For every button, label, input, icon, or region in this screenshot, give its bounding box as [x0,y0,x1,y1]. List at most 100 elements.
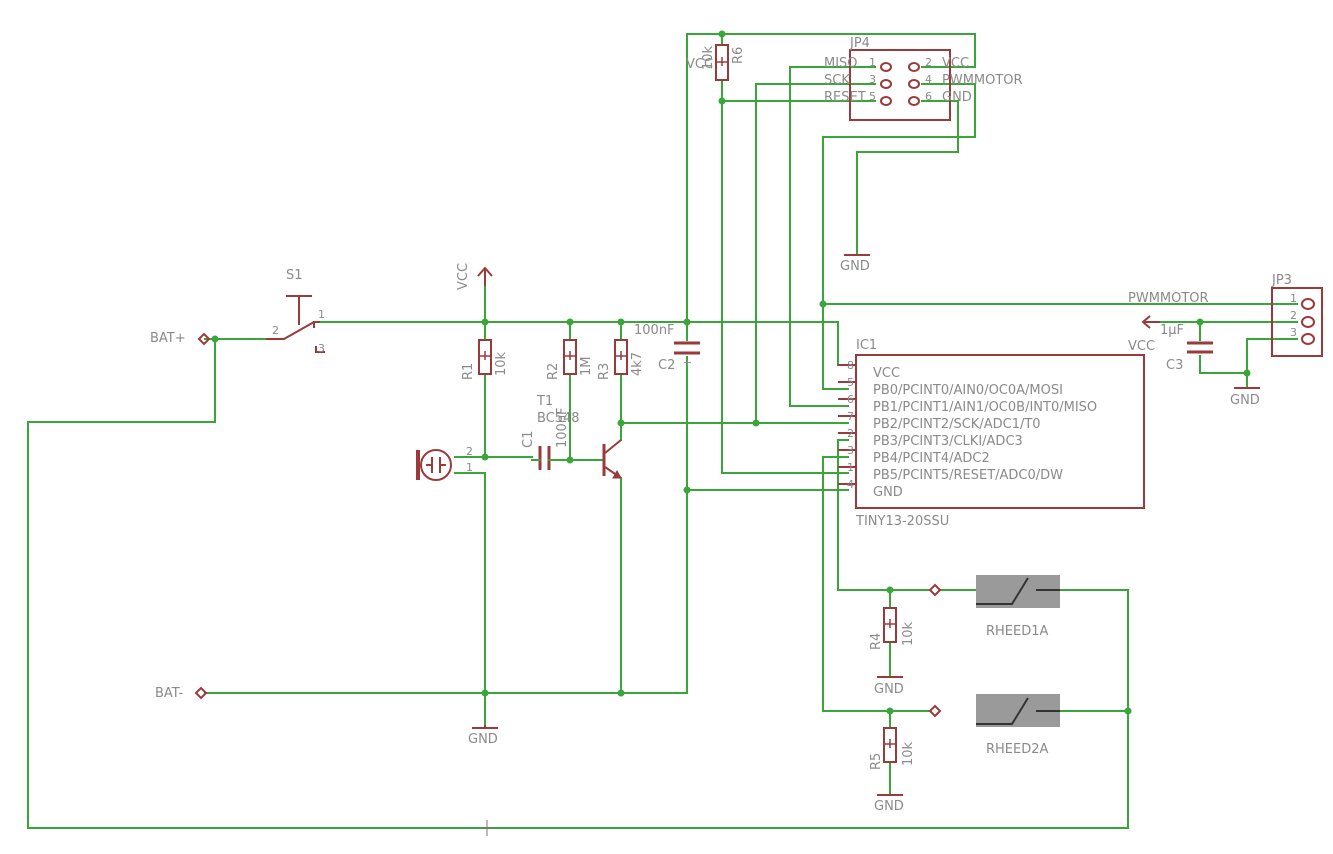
r3-name: R3 [597,363,612,380]
c2-name: C2 [658,358,675,373]
rheed1a-name: RHEED1A [986,624,1049,639]
gnd-label-r5: GND [874,799,904,814]
resistor-r6: R6 10k VCC [686,44,746,81]
jp4-label-vcc: VCC [942,56,969,71]
origin-cross [479,820,495,836]
ic1-pin-labels: VCC PB0/PCINT0/AIN0/OC0A/MOSI PB1/PCINT1… [873,366,1097,500]
ic1-pin-3: 3 [847,444,854,457]
t1-name: T1 [536,394,553,409]
ic1-tiny13: IC1 TINY13-20SSU 8 5 6 7 2 3 1 4 VCC PB0… [838,338,1145,529]
c1-name: C1 [521,431,536,448]
jp3-pin-2: 2 [1290,309,1297,322]
resistor-r3: R3 4k7 [597,339,645,380]
c1-value: 100nF [555,407,570,448]
ic1-name: IC1 [856,338,877,353]
r6-vcc-label: VCC [686,57,713,72]
jp3-pin-1: 1 [1290,292,1297,305]
wire-mic-1 [454,472,486,726]
jp4-pin-4: 4 [925,73,932,86]
switch-s1: S1 2 1 3 [266,268,325,355]
c2-value: 100nF [634,323,675,338]
s1-pin-3: 3 [318,342,325,355]
reed-switch-1: RHEED1A [928,575,1060,639]
ic1-pin-6: 6 [847,393,854,406]
jp4-pin-5: 5 [869,90,876,103]
wire-jp4-sck [755,83,876,424]
jp4-pin-1: 1 [869,56,876,69]
gnd-label-jp4: GND [840,259,870,274]
r4-value: 10k [901,621,916,646]
r2-value: 1M [579,357,594,377]
c3-value: 1µF [1160,323,1184,338]
s1-name: S1 [286,268,303,283]
c3-name: C3 [1166,358,1183,373]
ic1-label-pb1: PB1/PCINT1/AIN1/OC0B/INT0/MISO [873,400,1097,415]
vcc-label-jp3: VCC [1128,339,1155,354]
reed-switch-2: RHEED2A [928,694,1060,757]
ic1-label-pb2: PB2/PCINT2/SCK/ADC1/T0 [873,417,1041,432]
jp4-pin-2: 2 [925,56,932,69]
ic1-pin-8: 8 [847,359,854,372]
capacitor-c1: C1 100nF [521,407,570,470]
net-label-pwmmotor: PWMMOTOR [1128,291,1209,306]
wire-r6-bot [721,79,849,474]
ic1-pin-numbers: 8 5 6 7 2 3 1 4 [847,359,854,491]
r6-name: R6 [731,47,746,64]
rheed2a-name: RHEED2A [986,742,1049,757]
jp4-label-gnd: GND [942,90,972,105]
r5-value: 10k [901,741,916,766]
gnd-label-jp3: GND [1230,393,1260,408]
resistor-r4: R4 10k GND [869,607,916,697]
gnd-symbol-jp4: GND [840,254,870,274]
ic1-pin-5: 5 [847,376,854,389]
r1-value: 10k [494,351,509,376]
vcc-symbol-jp3: VCC [1128,315,1160,354]
svg-text:+: + [683,356,692,369]
header-jp4: JP4 MISO SCK RESET 1 3 5 2 4 6 VCC PWMMO… [824,36,1023,121]
resistor-r1: R1 10k [461,339,509,380]
gnd-symbol-jp3: GND [1230,387,1260,408]
ic1-pin-1: 1 [847,461,854,474]
ic1-pin-4: 4 [847,478,854,491]
jp4-label-pwmmotor: PWMMOTOR [942,73,1023,88]
t1-value: BC548 [537,411,580,426]
jp3-pin-3: 3 [1290,326,1297,339]
wires [27,33,1298,829]
jp4-name: JP4 [849,36,870,51]
jp4-label-miso: MISO [824,56,858,71]
ic1-label-pb4: PB4/PCINT4/ADC2 [873,451,990,466]
r6-value: 10k [701,45,716,70]
ic1-label-vcc: VCC [873,366,900,381]
jp3-name: JP3 [1271,273,1292,288]
capacitor-c2: 100nF C2 + [634,323,700,373]
vcc-label-r1: VCC [456,263,471,290]
wire-jp4-vcc [686,33,976,68]
wire-jp4-miso [789,66,876,407]
r1-name: R1 [461,363,476,380]
bat-minus-label: BAT- [155,686,184,701]
s1-pin-1: 1 [318,308,325,321]
s1-pin-2: 2 [272,324,279,337]
ic1-pin-stubs [838,364,856,485]
ic1-pin-2: 2 [847,427,854,440]
r4-name: R4 [869,633,884,650]
mic-pin-2: 2 [466,445,473,458]
gnd-label-main: GND [468,732,498,747]
gnd-label-r4: GND [874,682,904,697]
r5-name: R5 [869,753,884,770]
resistor-r2: R2 1M [546,339,594,380]
bat-minus-terminal: BAT- [155,686,208,701]
capacitor-c3: 1µF C3 [1160,323,1213,373]
wire-c3-bot [1199,355,1248,374]
wire-jp4-gnd [856,100,959,256]
r2-name: R2 [546,363,561,380]
jp4-label-sck: SCK [824,73,850,88]
jp4-label-reset: RESET [824,90,866,105]
jp4-pin-3: 3 [869,73,876,86]
jp4-pin-6: 6 [925,90,932,103]
bat-plus-terminal: BAT+ [150,331,211,346]
ic1-label-pb0: PB0/PCINT0/AIN0/OC0A/MOSI [873,383,1063,398]
microphone: 2 1 [416,445,473,481]
